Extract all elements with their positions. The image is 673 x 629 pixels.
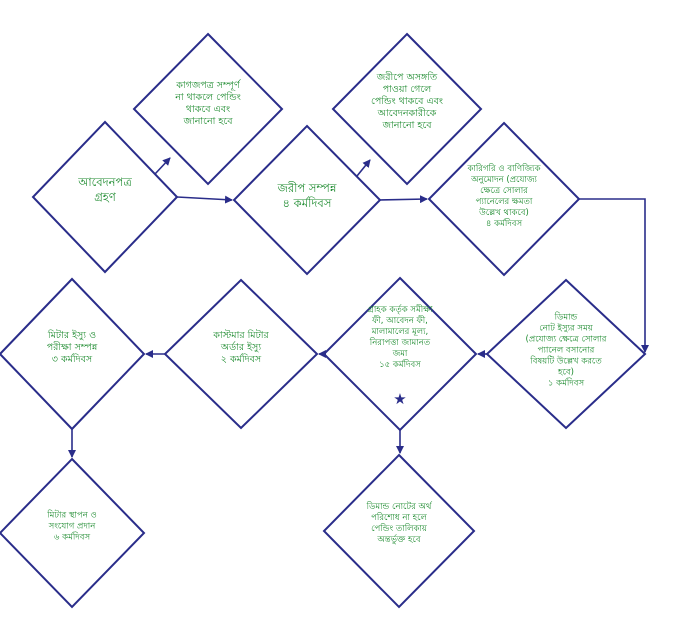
node-fee-deposit-label: গ্রাহক কর্তৃক সমীক্ষা ফী, আবেদন ফী, মালা… [367,305,433,370]
node-pending-payment-label: ডিমান্ড নোটের অর্থ পরিশোধ না হলে পেন্ডিং… [366,502,432,545]
diamond-technical-approval [427,121,581,277]
arrow-application-to-survey [176,195,233,204]
arrow-technical-to-demand-note [579,198,649,353]
diamond-meter-order [163,278,319,430]
diamond-demand-note [485,278,647,430]
diamond-pending-payment [322,453,476,609]
diamond-survey-done [232,124,382,276]
star-icon: ★ [393,390,407,408]
node-meter-issue-test-label: মিটার ইস্যু ও পরীক্ষা সম্পন্ন ৩ কর্মদিবস [46,330,98,365]
diamond-application [31,120,179,274]
arrow-application-to-pending-docs [154,157,171,175]
node-demand-note-label: ডিমান্ড নোট ইস্যুর সময় (প্রযোজ্য ক্ষেত্… [525,312,607,389]
node-technical-approval-label: কারিগরি ও বাণিজ্যিক অনুমোদন (প্রযোজ্য ক্… [467,164,541,229]
arrow-survey-to-technical [379,195,428,204]
node-meter-install-label: মিটার স্থাপন ও সংযোগ প্রদান ৬ কর্মদিবস [47,510,97,543]
node-survey-done-label: জরীপ সম্পন্ন ৪ কর্মদিবস [277,181,337,210]
node-application-label: আবেদনপত্র গ্রহণ [78,175,132,204]
arrow-survey-to-inconsistency [356,159,371,177]
node-meter-order-label: কাস্টমার মিটার অর্ডার ইস্যু ২ কর্মদিবস [213,330,269,365]
node-survey-inconsistency-label: জরীপে অসঙ্গতি পাওয়া গেলে পেন্ডিং থাকবে … [371,72,443,131]
node-pending-docs-label: কাগজপত্র সম্পূর্ণ না থাকলে পেন্ডিং থাকবে… [175,80,241,127]
node-fee-deposit: গ্রাহক কর্তৃক সমীক্ষা ফী, আবেদন ফী, মালা… [367,286,432,426]
diamond-survey-inconsistency [331,32,483,186]
diamond-pending-docs [132,32,284,186]
diamond-meter-install [0,457,146,609]
